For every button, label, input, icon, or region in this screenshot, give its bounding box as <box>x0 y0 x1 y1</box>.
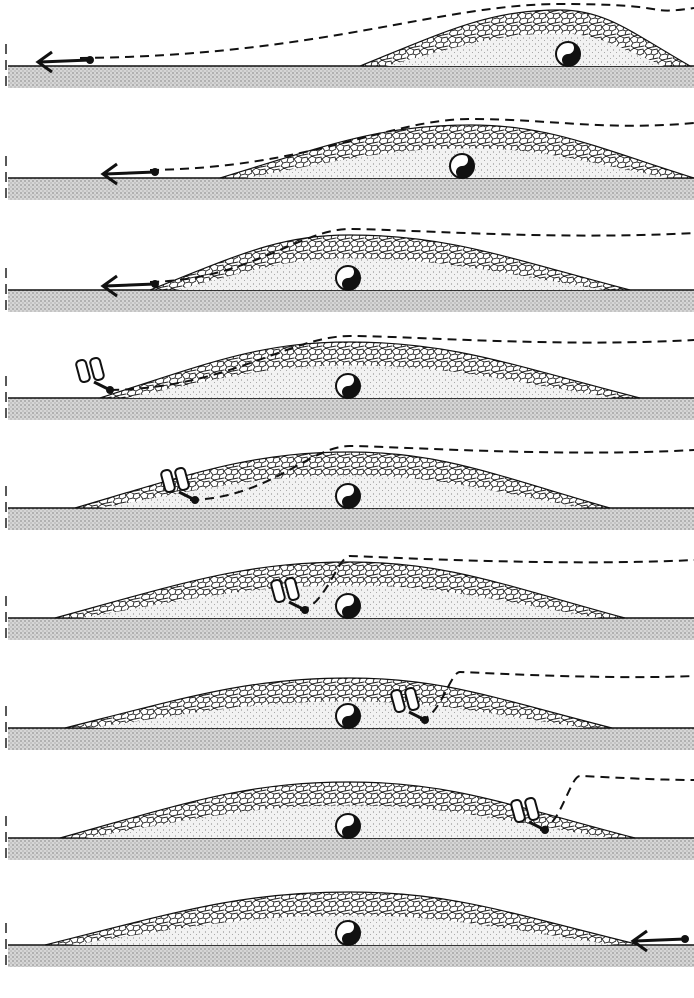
ground-layer <box>8 728 694 750</box>
panel-6 <box>6 556 694 640</box>
ground-layer <box>8 398 694 420</box>
panel-3 <box>6 229 694 312</box>
ground-layer <box>8 945 694 967</box>
panel-1 <box>6 4 694 88</box>
panel-8 <box>6 776 694 860</box>
panel-4 <box>6 336 694 420</box>
ploughing-machine <box>75 357 114 394</box>
ground-layer <box>8 838 694 860</box>
panel-9 <box>6 892 694 967</box>
ground-layer <box>8 508 694 530</box>
panel-7 <box>6 672 694 750</box>
panel-2 <box>6 119 694 200</box>
ground-layer <box>8 66 694 88</box>
panel-5 <box>6 446 694 530</box>
ground-layer <box>8 618 694 640</box>
